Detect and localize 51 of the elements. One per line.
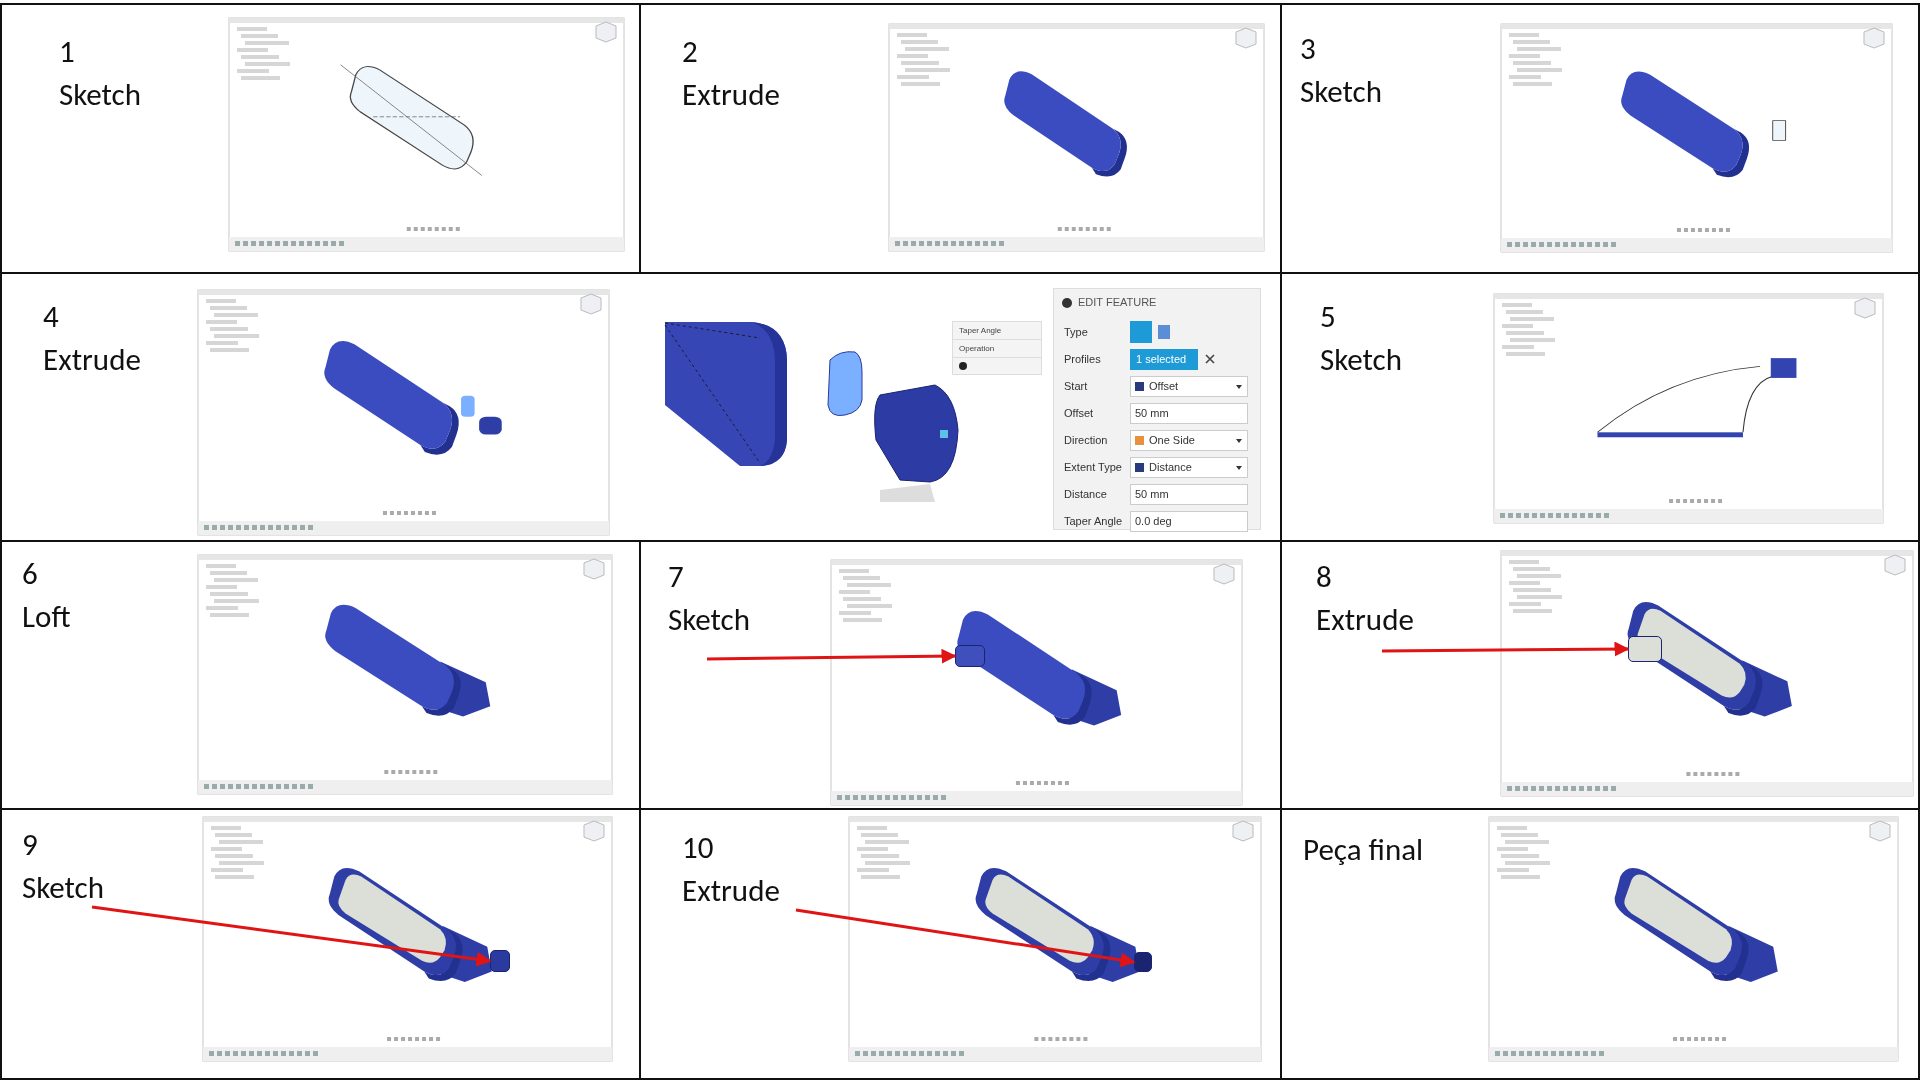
step-number: 6 bbox=[22, 553, 39, 594]
step-name: Loft bbox=[22, 596, 71, 637]
arrow bbox=[795, 908, 1136, 968]
step-number: 7 bbox=[668, 556, 685, 597]
step-number: 4 bbox=[43, 296, 60, 337]
step-number: 9 bbox=[22, 824, 39, 865]
input-field: 50 mm bbox=[1130, 403, 1248, 424]
field-label: Distance bbox=[1064, 488, 1107, 500]
step-name: Extrude bbox=[682, 870, 780, 911]
step-name: Extrude bbox=[1316, 599, 1414, 640]
step-number: 10 bbox=[682, 827, 715, 868]
step-number: 2 bbox=[682, 31, 699, 72]
step-name: Extrude bbox=[43, 339, 141, 380]
step-name: Sketch bbox=[1320, 339, 1402, 380]
grid-cell bbox=[1280, 808, 1920, 1080]
grid-cell bbox=[0, 808, 641, 1080]
field-label: Type bbox=[1064, 326, 1088, 338]
field-label: Taper Angle bbox=[1064, 515, 1123, 527]
part-face bbox=[955, 645, 985, 667]
arrow bbox=[706, 648, 957, 664]
step-name: Peça final bbox=[1303, 829, 1424, 870]
field-label: Offset bbox=[1064, 407, 1094, 419]
panel-title: EDIT FEATURE bbox=[1078, 296, 1157, 308]
step-name: Sketch bbox=[668, 599, 750, 640]
menu-item: Operation bbox=[953, 340, 1041, 358]
step-number: 1 bbox=[59, 31, 76, 72]
dropdown-field: One Side bbox=[1130, 430, 1248, 451]
grid-cell bbox=[1280, 3, 1920, 274]
step-number: 5 bbox=[1320, 296, 1337, 337]
selection-button: 1 selected bbox=[1130, 349, 1198, 370]
grid-cell bbox=[0, 3, 641, 274]
field-label: Extent Type bbox=[1064, 461, 1122, 473]
field-label: Start bbox=[1064, 380, 1088, 392]
input-field: 0.0 deg bbox=[1130, 511, 1248, 532]
step-number: 3 bbox=[1300, 28, 1317, 69]
input-field: 50 mm bbox=[1130, 484, 1248, 505]
arrow bbox=[1382, 641, 1630, 657]
field-label: Profiles bbox=[1064, 353, 1101, 365]
arrow bbox=[91, 905, 492, 967]
dropdown-field: Offset bbox=[1130, 376, 1248, 397]
step-name: Sketch bbox=[22, 867, 104, 908]
step-name: Sketch bbox=[1300, 71, 1382, 112]
dropdown-field: Distance bbox=[1130, 457, 1248, 478]
part-face bbox=[1628, 636, 1662, 662]
menu-item: Taper Angle bbox=[953, 322, 1041, 340]
part-face bbox=[490, 950, 510, 972]
step-name: Sketch bbox=[59, 74, 141, 115]
field-label: Direction bbox=[1064, 434, 1108, 446]
step-name: Extrude bbox=[682, 74, 780, 115]
step-number: 8 bbox=[1316, 556, 1333, 597]
part-face bbox=[1134, 952, 1152, 972]
